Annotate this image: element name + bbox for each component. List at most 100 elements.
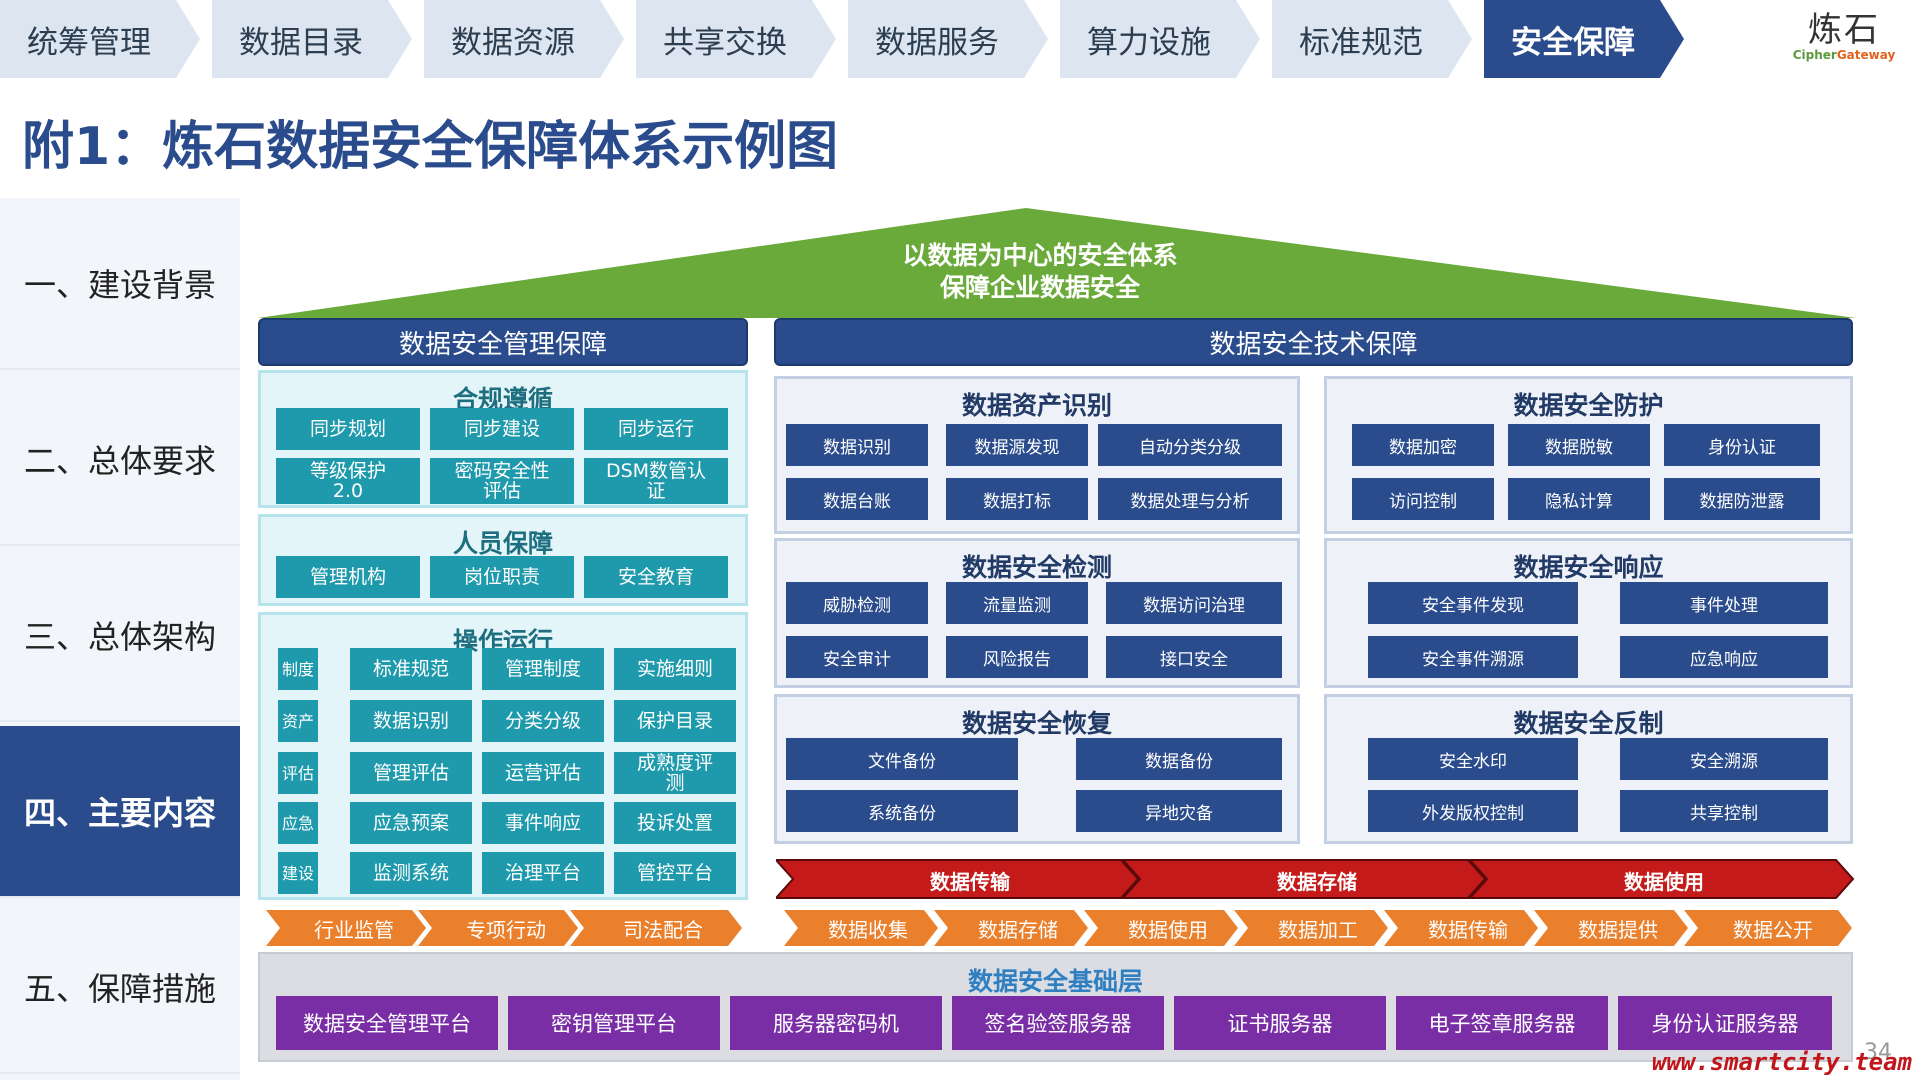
response-item: 事件处理 (1620, 582, 1828, 624)
nav-tab-security[interactable]: 安全保障 (1484, 0, 1684, 78)
countermeasure-title: 数据安全反制 (1513, 709, 1664, 738)
response-item: 安全事件溯源 (1368, 636, 1578, 678)
asset-id-item: 数据台账 (786, 478, 928, 520)
mgmt-chevron-label: 行业监管 (314, 918, 394, 942)
lifecycle-chevrons (784, 910, 1852, 946)
chevron-provide (1534, 910, 1688, 946)
personnel-item: 岗位职责 (430, 556, 574, 598)
mgmt-chevrons (266, 910, 742, 946)
response-item: 安全事件发现 (1368, 582, 1578, 624)
asset-id-title: 数据资产识别 (961, 391, 1112, 420)
base-item: 数据安全管理平台 (276, 996, 498, 1050)
roof-triangle (258, 208, 1856, 318)
compliance-item: 同步建设 (430, 408, 574, 450)
base-item: 密钥管理平台 (508, 996, 720, 1050)
chevron-transfer (1384, 910, 1538, 946)
logo-text-cn: 炼石 (1808, 10, 1880, 50)
flow-arrow-storage (1120, 859, 1487, 899)
tech-banner: 数据安全技术保障 (774, 318, 1853, 366)
compliance-item: DSM数管认证 (584, 458, 728, 504)
compliance-item: 密码安全性评估 (430, 458, 574, 504)
sidebar-item-main-content[interactable]: 四、主要内容 (0, 726, 240, 898)
detection-item: 数据访问治理 (1106, 582, 1282, 624)
ops-item: 成熟度评测 (614, 752, 736, 794)
base-layer-title: 数据安全基础层 (967, 967, 1143, 996)
chevron-collect (784, 910, 938, 946)
ops-item: 分类分级 (482, 700, 604, 742)
chevron-use (1084, 910, 1238, 946)
sidebar-item-background[interactable]: 一、建设背景 (0, 198, 240, 370)
ops-category: 评估 (278, 752, 318, 794)
ops-item: 投诉处置 (614, 802, 736, 844)
sidebar-item-requirements[interactable]: 二、总体要求 (0, 374, 240, 546)
protection-item: 隐私计算 (1508, 478, 1650, 520)
lifecycle-label: 数据加工 (1278, 918, 1358, 942)
chevron-process (1234, 910, 1388, 946)
chevron-judicial (570, 910, 742, 946)
compliance-item: 等级保护2.0 (276, 458, 420, 504)
asset-id-item: 数据源发现 (946, 424, 1088, 466)
lifecycle-label: 数据收集 (828, 918, 908, 942)
base-item: 电子签章服务器 (1396, 996, 1608, 1050)
ops-item: 治理平台 (482, 852, 604, 894)
flow-label: 数据存储 (1277, 870, 1357, 894)
lifecycle-label: 数据公开 (1733, 918, 1813, 942)
nav-tab-resources[interactable]: 数据资源 (424, 0, 624, 78)
ops-item: 监测系统 (350, 852, 472, 894)
data-flow-arrows (776, 859, 1855, 899)
sidebar-item-measures[interactable]: 五、保障措施 (0, 902, 240, 1074)
nav-tab-standards[interactable]: 标准规范 (1272, 0, 1472, 78)
response-title: 数据安全响应 (1513, 553, 1664, 582)
base-item: 服务器密码机 (730, 996, 942, 1050)
countermeasure-item: 外发版权控制 (1368, 790, 1578, 832)
base-item: 证书服务器 (1174, 996, 1386, 1050)
nav-tab-exchange[interactable]: 共享交换 (636, 0, 836, 78)
chevron-special-action (418, 910, 578, 946)
ops-category: 资产 (278, 700, 318, 742)
ops-item: 管理制度 (482, 648, 604, 690)
ops-item: 管控平台 (614, 852, 736, 894)
page-title: 附1：炼石数据安全保障体系示例图 (22, 117, 839, 177)
nav-tab-services[interactable]: 数据服务 (848, 0, 1048, 78)
ops-item: 应急预案 (350, 802, 472, 844)
mgmt-chevron-label: 司法配合 (623, 918, 703, 942)
flow-arrow-transfer (776, 859, 1140, 899)
chevron-publish (1684, 910, 1852, 946)
detection-item: 威胁检测 (786, 582, 928, 624)
nav-tab-overall[interactable]: 统筹管理 (0, 0, 200, 78)
asset-id-item: 数据打标 (946, 478, 1088, 520)
countermeasure-item: 共享控制 (1620, 790, 1828, 832)
top-nav: 统筹管理 数据目录 数据资源 共享交换 数据服务 算力设施 标准规范 安全保障 (0, 0, 1700, 78)
protection-title: 数据安全防护 (1513, 391, 1664, 420)
page-number: 34 (1864, 1040, 1892, 1065)
chevron-store (934, 910, 1088, 946)
recovery-item: 系统备份 (786, 790, 1018, 832)
compliance-item: 同步规划 (276, 408, 420, 450)
nav-tab-catalog[interactable]: 数据目录 (212, 0, 412, 78)
sidebar-item-architecture[interactable]: 三、总体架构 (0, 550, 240, 722)
asset-id-item: 数据处理与分析 (1098, 478, 1282, 520)
ops-item: 事件响应 (482, 802, 604, 844)
ops-item: 数据识别 (350, 700, 472, 742)
protection-item: 数据脱敏 (1508, 424, 1650, 466)
personnel-title: 人员保障 (452, 529, 553, 558)
mgmt-banner: 数据安全管理保障 (258, 318, 748, 366)
mgmt-chevron-label: 专项行动 (466, 918, 546, 942)
nav-tab-computing[interactable]: 算力设施 (1060, 0, 1260, 78)
roof-caption: 以数据为中心的安全体系 保障企业数据安全 (750, 240, 1330, 304)
sidebar: 一、建设背景 二、总体要求 三、总体架构 四、主要内容 五、保障措施 (0, 198, 240, 1080)
protection-item: 身份认证 (1664, 424, 1820, 466)
protection-item: 访问控制 (1352, 478, 1494, 520)
base-item: 签名验签服务器 (952, 996, 1164, 1050)
detection-title: 数据安全检测 (961, 553, 1112, 582)
countermeasure-item: 安全溯源 (1620, 738, 1828, 780)
compliance-item: 同步运行 (584, 408, 728, 450)
recovery-item: 异地灾备 (1076, 790, 1282, 832)
personnel-item: 安全教育 (584, 556, 728, 598)
ops-item: 管理评估 (350, 752, 472, 794)
countermeasure-item: 安全水印 (1368, 738, 1578, 780)
lifecycle-label: 数据提供 (1578, 918, 1658, 942)
logo-text-en: CipherGateway (1792, 48, 1896, 62)
ops-item: 标准规范 (350, 648, 472, 690)
roof-line-2: 保障企业数据安全 (939, 273, 1140, 302)
